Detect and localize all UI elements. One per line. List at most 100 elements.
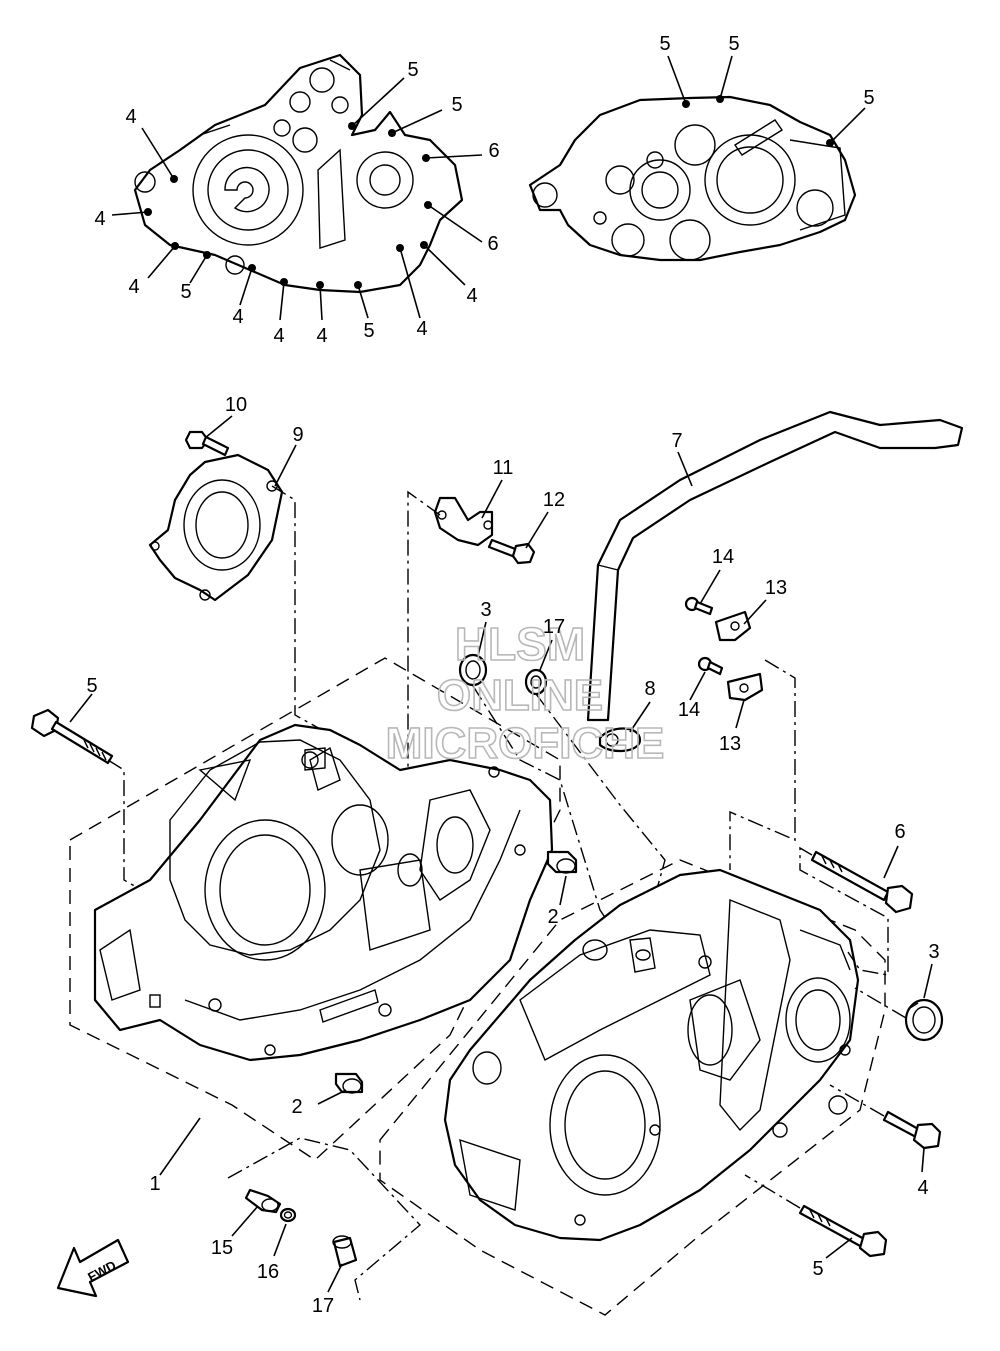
- callout-2-upper: 2: [547, 906, 558, 928]
- callout-4-top-2: 4: [94, 208, 105, 230]
- leader-17-upper: [539, 639, 553, 671]
- callout-5-left: 5: [86, 675, 97, 697]
- crankcase-left-main: [93, 723, 554, 1062]
- callout-9: 9: [292, 424, 303, 446]
- bolt-part-6-right: [810, 850, 914, 914]
- callout-5-top-1: 5: [180, 281, 191, 303]
- assembly-line-9: [271, 485, 341, 741]
- callout-15: 15: [211, 1237, 233, 1259]
- dowel-part-2-lower: [334, 1072, 364, 1094]
- leader-1: [159, 1117, 201, 1176]
- callout-17-lower: 17: [312, 1295, 334, 1317]
- seal-plate-part-9: [148, 453, 284, 602]
- o-ring-part-16: [279, 1207, 297, 1223]
- leader-2-upper: [559, 875, 567, 906]
- bolt-part-4-right: [882, 1110, 942, 1150]
- dowel-part-17-upper: [524, 668, 548, 696]
- assembly-line-5-bottom: [744, 1174, 801, 1209]
- envelope-left: [69, 657, 561, 1161]
- leader-7: [677, 451, 693, 487]
- leader-15: [231, 1205, 259, 1237]
- callout-14-lower: 14: [678, 699, 700, 721]
- leader-14-lower: [689, 671, 706, 701]
- dowel-part-2-upper: [546, 850, 578, 874]
- assembly-line-3-right: [854, 987, 907, 1019]
- leader-lines-top-left: [111, 77, 483, 321]
- callout-16: 16: [257, 1261, 279, 1283]
- assembly-line-13: [729, 659, 796, 870]
- seal-part-3-right: [904, 998, 944, 1042]
- watermark-line-2: ONLINE: [437, 671, 603, 720]
- crankcase-right-outline: [528, 95, 857, 262]
- assembly-line-15-16: [227, 1137, 422, 1301]
- assembly-line-6-right: [799, 846, 889, 976]
- bracket-part-13-lower: [726, 672, 764, 702]
- callout-4-top-8: 4: [466, 285, 477, 307]
- callout-5-top-6: 5: [728, 33, 739, 55]
- callout-4-top-5: 4: [273, 325, 284, 347]
- callout-6-top-2: 6: [488, 140, 499, 162]
- watermark-line-1: HLSM: [455, 618, 585, 670]
- callout-13-lower: 13: [719, 733, 741, 755]
- callout-6-right: 6: [894, 821, 905, 843]
- callout-2-lower: 2: [291, 1096, 302, 1118]
- bolt-part-10: [184, 430, 230, 457]
- callout-4-top-3: 4: [128, 276, 139, 298]
- clamp-part-8: [598, 727, 642, 753]
- callout-labels: 4 4 4 5 4 4 4 5 4 4 6 6 5 5 5 5 5 10 9 1…: [86, 33, 939, 1317]
- callout-5-bottom: 5: [812, 1258, 823, 1280]
- leader-3-upper: [477, 621, 487, 657]
- screw-part-14-lower: [697, 656, 724, 676]
- callout-4-top-6: 4: [316, 325, 327, 347]
- callout-11: 11: [493, 457, 514, 479]
- leader-8: [629, 701, 651, 733]
- callout-5-top-4: 5: [407, 59, 418, 81]
- leader-10: [204, 415, 233, 439]
- leader-3-right: [923, 963, 933, 999]
- assembly-line-17-upper: [535, 693, 666, 951]
- crankcase-right-main: [443, 868, 860, 1242]
- callout-1: 1: [149, 1173, 160, 1195]
- callout-10: 10: [225, 394, 247, 416]
- leader-14-upper: [699, 569, 721, 605]
- screw-part-14-upper: [684, 596, 714, 616]
- bolt-part-5-bottom: [798, 1204, 888, 1258]
- callout-14-upper: 14: [712, 546, 734, 568]
- callout-4-top-1: 4: [125, 106, 136, 128]
- bracket-part-11: [433, 496, 494, 547]
- callout-13-upper: 13: [765, 577, 787, 599]
- callout-7: 7: [671, 430, 682, 452]
- assembly-line-3-upper: [472, 685, 621, 941]
- dowel-part-17-lower: [332, 1235, 358, 1268]
- callout-8: 8: [644, 678, 655, 700]
- bracket-part-13-upper: [714, 610, 752, 642]
- callout-6-top-1: 6: [487, 233, 498, 255]
- callout-5-top-7: 5: [863, 87, 874, 109]
- leader-5-bottom: [825, 1237, 853, 1259]
- leader-16: [273, 1223, 287, 1257]
- leader-13-lower: [735, 699, 745, 729]
- forward-direction-arrow-icon: FWD: [56, 1238, 130, 1298]
- leader-4-right: [921, 1147, 925, 1173]
- watermark-line-3: MICROFICHE: [386, 719, 665, 768]
- crankcase-left-outline: [133, 53, 464, 294]
- leader-13-upper: [743, 599, 767, 625]
- leader-9: [274, 444, 297, 487]
- leader-lines-top-right: [667, 55, 866, 144]
- callout-4-top-4: 4: [232, 306, 243, 328]
- leader-11: [481, 479, 503, 519]
- collar-part-15: [244, 1188, 282, 1214]
- callout-3-upper: 3: [480, 599, 491, 621]
- leader-12: [525, 511, 549, 549]
- bolt-part-5-left: [30, 708, 114, 765]
- bolt-location-dots-left: [144, 122, 432, 289]
- watermark: HLSM ONLINE MICROFICHE: [385, 617, 665, 769]
- callout-4-right: 4: [917, 1177, 928, 1199]
- callout-17-upper: 17: [543, 616, 565, 638]
- bolt-part-12: [487, 538, 536, 565]
- callout-12: 12: [543, 489, 565, 511]
- leader-6-right: [883, 845, 899, 879]
- leader-2-lower: [317, 1089, 347, 1105]
- leader-5-left: [69, 693, 93, 723]
